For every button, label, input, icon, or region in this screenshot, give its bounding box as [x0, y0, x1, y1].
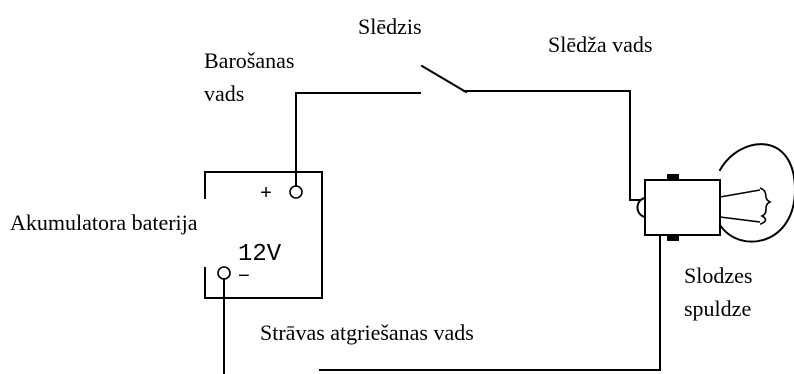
battery-negative-terminal: [217, 266, 231, 280]
return-wire-label: Strāvas atgriešanas vads: [260, 320, 474, 345]
battery-label: Akumulatora baterija: [10, 210, 198, 235]
switch-wire: [463, 90, 641, 201]
switch-label: Slēdzis: [358, 14, 422, 39]
supply-wire-label-line1: Barošanas: [204, 48, 294, 73]
supply-wire-label-line2: vads: [204, 81, 244, 106]
switch-wire-label: Slēdža vads: [548, 32, 652, 57]
negative-sign: −: [238, 266, 250, 289]
battery-positive-terminal: [289, 185, 303, 199]
switch: [420, 64, 468, 94]
lamp: [636, 143, 794, 243]
lamp-label-line2: spuldze: [684, 296, 751, 321]
battery: + − 12V: [204, 171, 323, 299]
battery-voltage: 12V: [238, 241, 282, 268]
supply-wire: [295, 92, 421, 187]
positive-sign: +: [260, 183, 272, 206]
lamp-label-line1: Slodzes: [684, 263, 752, 288]
return-wire-lamp: [319, 234, 661, 371]
